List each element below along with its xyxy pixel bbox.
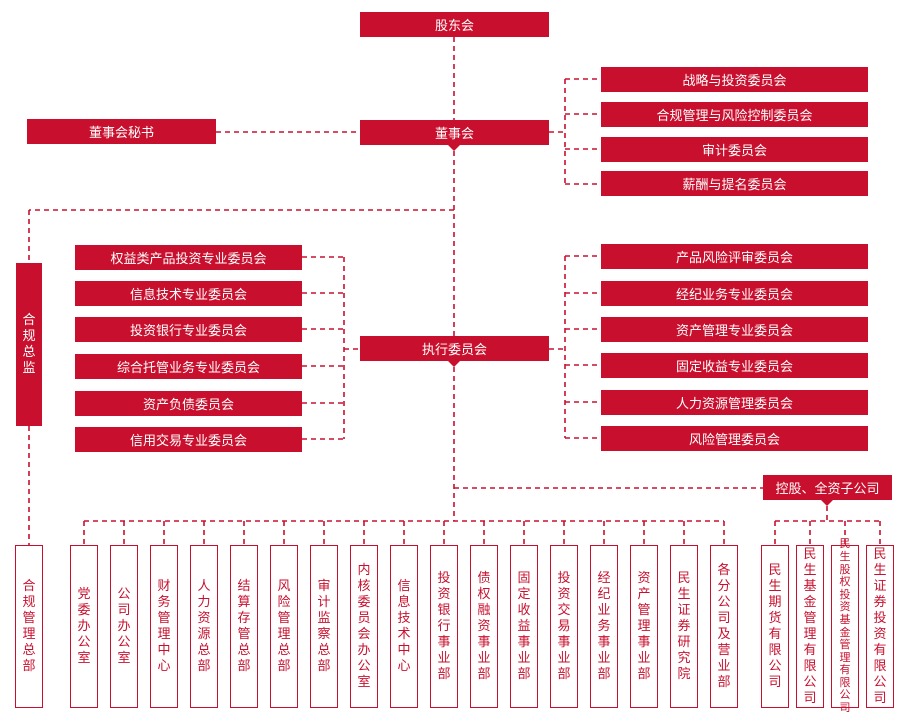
- shareholders-box: 股东会: [360, 12, 549, 37]
- right-committee-3: 固定收益专业委员会: [601, 353, 868, 378]
- right-committee-label: 风险管理委员会: [688, 433, 780, 448]
- compliance-director-box: 合规总监: [16, 263, 42, 426]
- board-notch: [448, 145, 460, 151]
- dept-label: 资产管理事业部: [637, 570, 651, 682]
- board-committee-label: 薪酬与提名委员会: [682, 178, 787, 193]
- dept-16: 各分公司及营业部: [710, 545, 738, 708]
- subsidiary-label: 民生股权投资基金管理有限公司: [839, 537, 851, 715]
- dept-label: 结算存管总部: [237, 578, 251, 674]
- board-committee-0: 战略与投资委员会: [601, 67, 868, 92]
- left-committee-3: 综合托管业务专业委员会: [75, 354, 302, 379]
- executive-committee-box: 执行委员会: [360, 336, 549, 361]
- right-committee-2: 资产管理专业委员会: [601, 317, 868, 342]
- dept-label: 审计监察总部: [317, 578, 331, 674]
- left-committee-label: 信用交易专业委员会: [129, 434, 247, 449]
- right-committee-1: 经纪业务专业委员会: [601, 281, 868, 306]
- left-committee-0: 权益类产品投资专业委员会: [75, 245, 302, 270]
- subsidiary-3: 民生证券投资有限公司: [866, 545, 894, 708]
- dept-label: 投资银行事业部: [437, 570, 451, 682]
- dept-6: 审计监察总部: [310, 545, 338, 708]
- dept-13: 经纪业务事业部: [590, 545, 618, 708]
- subsidiaries-header-box: 控股、全资子公司: [763, 475, 892, 500]
- right-committee-5: 风险管理委员会: [601, 426, 868, 451]
- dept-4: 结算存管总部: [230, 545, 258, 708]
- left-committee-2: 投资银行专业委员会: [75, 317, 302, 342]
- dept-3: 人力资源总部: [190, 545, 218, 708]
- dept-11: 固定收益事业部: [510, 545, 538, 708]
- right-committee-label: 产品风险评审委员会: [675, 251, 793, 266]
- dept-7: 内核委员会办公室: [350, 545, 378, 708]
- left-committee-label: 资产负债委员会: [142, 398, 234, 413]
- board-secretary-box: 董事会秘书: [27, 119, 216, 144]
- board-committee-2: 审计委员会: [601, 137, 868, 162]
- board-committee-1: 合规管理与风险控制委员会: [601, 102, 868, 127]
- dept-label: 公司办公室: [117, 586, 131, 666]
- right-committee-label: 固定收益专业委员会: [675, 360, 793, 375]
- executive-committee-notch: [448, 361, 460, 367]
- dept-14: 资产管理事业部: [630, 545, 658, 708]
- left-committee-label: 投资银行专业委员会: [129, 324, 247, 339]
- subsidiary-label: 民生证券投资有限公司: [873, 546, 887, 706]
- dept-label: 内核委员会办公室: [357, 562, 371, 690]
- board-secretary-label: 董事会秘书: [88, 126, 154, 141]
- dept-2: 财务管理中心: [150, 545, 178, 708]
- subsidiaries-notch: [821, 500, 833, 506]
- subsidiary-label: 民生基金管理有限公司: [803, 546, 817, 706]
- left-committee-label: 权益类产品投资专业委员会: [110, 252, 267, 267]
- left-committee-label: 信息技术专业委员会: [129, 288, 247, 303]
- dept-label: 债权融资事业部: [477, 570, 491, 682]
- dept-label: 民生证券研究院: [677, 570, 691, 682]
- dept-1: 公司办公室: [110, 545, 138, 708]
- dept-9: 投资银行事业部: [430, 545, 458, 708]
- compliance-director-label: 合规总监: [22, 312, 36, 376]
- left-committee-5: 信用交易专业委员会: [75, 427, 302, 452]
- executive-committee-label: 执行委员会: [421, 343, 487, 358]
- dept-5: 风险管理总部: [270, 545, 298, 708]
- dept-label: 人力资源总部: [197, 578, 211, 674]
- right-committee-0: 产品风险评审委员会: [601, 244, 868, 269]
- left-committee-1: 信息技术专业委员会: [75, 281, 302, 306]
- right-committee-4: 人力资源管理委员会: [601, 390, 868, 415]
- dept-label: 各分公司及营业部: [717, 562, 731, 690]
- board-committee-label: 审计委员会: [701, 144, 767, 159]
- board-committee-label: 合规管理与风险控制委员会: [656, 109, 813, 124]
- dept-15: 民生证券研究院: [670, 545, 698, 708]
- subsidiary-0: 民生期货有限公司: [761, 545, 789, 708]
- dept-label: 固定收益事业部: [517, 570, 531, 682]
- subsidiaries-header-label: 控股、全资子公司: [775, 482, 880, 497]
- left-committee-label: 综合托管业务专业委员会: [116, 361, 260, 376]
- board-label: 董事会: [434, 127, 474, 142]
- compliance-dept-label: 合规管理总部: [22, 578, 36, 674]
- dept-label: 投资交易事业部: [557, 570, 571, 682]
- right-committee-label: 资产管理专业委员会: [675, 324, 793, 339]
- dept-0: 党委办公室: [70, 545, 98, 708]
- dept-label: 财务管理中心: [157, 578, 171, 674]
- dept-label: 经纪业务事业部: [597, 570, 611, 682]
- dept-label: 风险管理总部: [277, 578, 291, 674]
- compliance-dept-box: 合规管理总部: [15, 545, 43, 708]
- dept-10: 债权融资事业部: [470, 545, 498, 708]
- dept-label: 党委办公室: [77, 586, 91, 666]
- shareholders-label: 股东会: [434, 19, 474, 34]
- right-committee-label: 经纪业务专业委员会: [675, 288, 793, 303]
- subsidiary-1: 民生基金管理有限公司: [796, 545, 824, 708]
- left-committee-4: 资产负债委员会: [75, 391, 302, 416]
- board-committee-3: 薪酬与提名委员会: [601, 171, 868, 196]
- subsidiary-label: 民生期货有限公司: [768, 562, 782, 690]
- dept-12: 投资交易事业部: [550, 545, 578, 708]
- right-committee-label: 人力资源管理委员会: [675, 397, 793, 412]
- subsidiary-2: 民生股权投资基金管理有限公司: [831, 538, 859, 714]
- dept-8: 信息技术中心: [390, 545, 418, 708]
- board-box: 董事会: [360, 120, 549, 145]
- board-committee-label: 战略与投资委员会: [682, 74, 787, 89]
- dept-label: 信息技术中心: [397, 578, 411, 674]
